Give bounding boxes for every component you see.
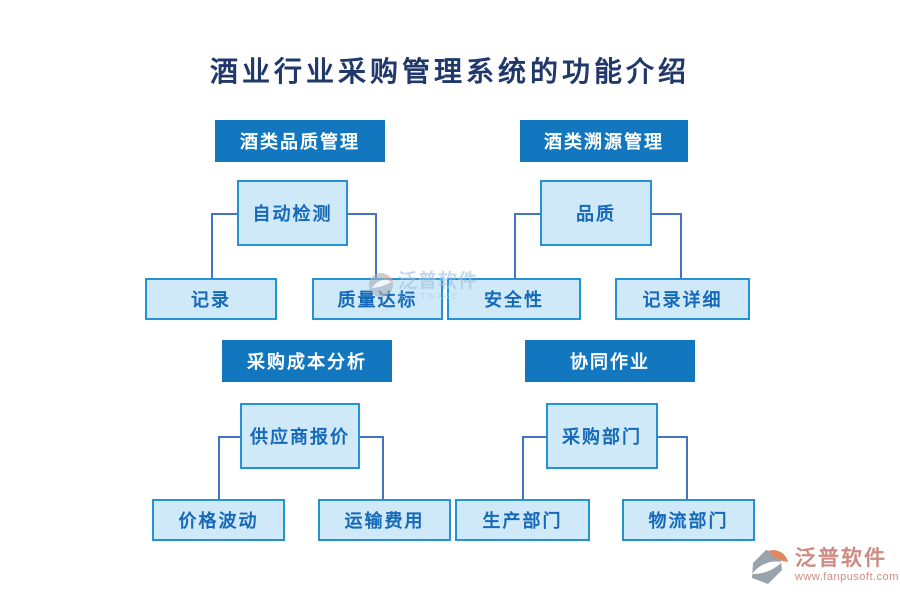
connector-line bbox=[514, 213, 540, 278]
node-quality: 品质 bbox=[540, 180, 652, 246]
page-title: 酒业行业采购管理系统的功能介绍 bbox=[209, 57, 690, 88]
node-auto-detect: 自动检测 bbox=[237, 180, 348, 246]
footer-brand-text: 泛普软件 bbox=[795, 547, 887, 570]
connector-line bbox=[358, 436, 384, 499]
node-production-dept: 生产部门 bbox=[455, 499, 590, 541]
node-record: 记录 bbox=[145, 278, 277, 320]
node-safety: 安全性 bbox=[447, 278, 581, 320]
connector-line bbox=[211, 213, 237, 278]
connector-line bbox=[218, 436, 240, 499]
footer-brand: 泛普软件 www.fanpusoft.com bbox=[750, 548, 899, 593]
section-header-collaboration: 协同作业 bbox=[525, 340, 695, 382]
node-quality-standard: 质量达标 bbox=[312, 278, 443, 320]
section-header-quality-management: 酒类品质管理 bbox=[215, 120, 385, 162]
node-logistics-dept: 物流部门 bbox=[622, 499, 755, 541]
fanpu-logo-icon bbox=[750, 548, 792, 593]
node-transport-cost: 运输费用 bbox=[318, 499, 451, 541]
node-supplier-quote: 供应商报价 bbox=[240, 403, 360, 469]
connector-line bbox=[656, 436, 688, 499]
node-price-fluctuation: 价格波动 bbox=[152, 499, 285, 541]
section-header-cost-analysis: 采购成本分析 bbox=[222, 340, 392, 382]
node-purchase-dept: 采购部门 bbox=[546, 403, 658, 469]
section-header-trace-management: 酒类溯源管理 bbox=[520, 120, 688, 162]
connector-line bbox=[522, 436, 546, 499]
node-record-detail: 记录详细 bbox=[615, 278, 750, 320]
connector-line bbox=[346, 213, 377, 278]
connector-line bbox=[650, 213, 682, 278]
footer-url-text: www.fanpusoft.com bbox=[795, 571, 899, 583]
